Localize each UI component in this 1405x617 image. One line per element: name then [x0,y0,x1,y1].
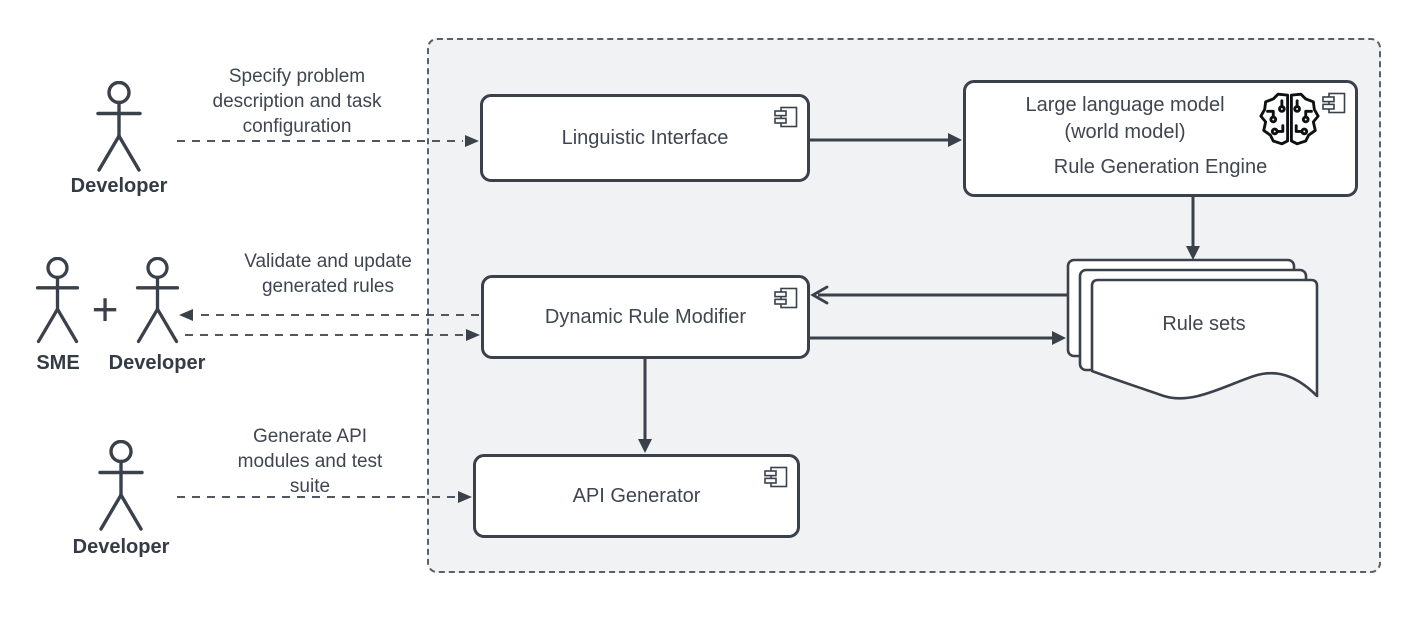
component-api-generator: API Generator [473,454,800,538]
component-dynamic-rule-modifier: Dynamic Rule Modifier [481,275,810,359]
action-text-specify-problem: Specify problem description and task con… [212,66,382,137]
uml-component-icon [774,287,798,309]
actor-label-developer-middle: Developer [108,352,206,374]
action-text-generate-api: Generate API modules and test suite [237,426,383,497]
api-generator-label: API Generator [572,484,701,507]
actor-developer-bottom person-stick-figure-icon [98,440,144,531]
rule-sets-label: Rule sets [1162,313,1246,335]
action-text-validate-rules: Validate and update generated rules [244,251,412,297]
actor-label-developer-bottom: Developer [72,536,170,558]
brain-circuit-icon [1259,92,1320,146]
linguistic-interface-label: Linguistic Interface [561,126,729,149]
uml-component-icon [774,106,798,128]
plus-sign: + [91,283,119,335]
dynamic-rule-modifier-label: Dynamic Rule Modifier [544,305,747,328]
llm-title: Large language model (world model) [1025,94,1225,143]
actor-developer-middle person-stick-figure-icon [135,257,180,344]
uml-component-icon [1322,92,1346,114]
actor-sme person-stick-figure-icon [35,257,80,344]
component-rule-generation-engine: Large language model (world model) Rule … [963,80,1358,197]
actor-developer-top person-stick-figure-icon [96,81,142,172]
actor-label-sme: SME [36,352,80,374]
actor-label-developer-top: Developer [70,175,168,197]
component-linguistic-interface: Linguistic Interface [480,94,810,182]
uml-component-icon [764,466,788,488]
rule-sets-document-stack [1066,258,1319,400]
rule-generation-engine-label: Rule Generation Engine [1053,156,1268,178]
